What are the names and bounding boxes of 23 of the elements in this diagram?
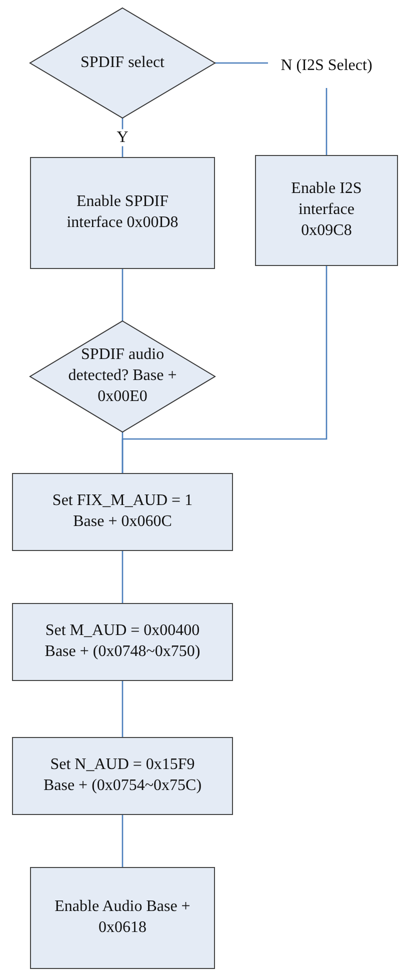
node-text: Enable I2S interface 0x09C8	[290, 179, 363, 241]
process-box	[12, 473, 233, 551]
connector-line	[122, 815, 124, 867]
connector-line	[122, 551, 124, 603]
node-text: Set FIX_M_AUD = 1 Base + 0x060C	[51, 491, 194, 532]
connector-line	[122, 432, 124, 473]
node-text: SPDIF select	[80, 52, 166, 73]
node-text: Enable SPDIF interface 0x00D8	[66, 192, 180, 233]
connector-line	[122, 269, 124, 321]
connector-line	[326, 88, 328, 155]
branch-label: N (I2S Select)	[280, 56, 374, 76]
node-text: Enable Audio Base + 0x0618	[54, 897, 192, 938]
connector-line	[215, 62, 268, 64]
node-text: Set N_AUD = 0x15F9 Base + (0x0754~0x75C)	[42, 755, 203, 796]
process-box	[12, 603, 233, 681]
node-text: SPDIF audio detected? Base + 0x00E0	[67, 345, 178, 407]
process-box	[255, 155, 398, 266]
process-box	[12, 737, 233, 815]
node-text: Set M_AUD = 0x00400 Base + (0x0748~0x750)	[44, 621, 202, 662]
edge-label: Y	[114, 128, 130, 146]
process-box	[30, 157, 215, 269]
connector-line	[122, 681, 124, 737]
process-box	[30, 867, 215, 969]
